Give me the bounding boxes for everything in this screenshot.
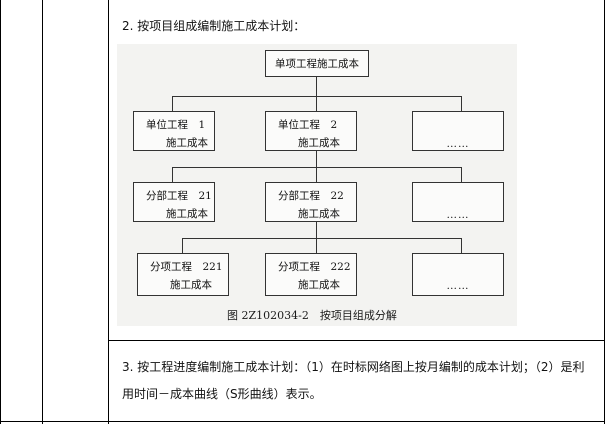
box-sublabel: 施工成本 [298,208,340,220]
connector [461,238,463,253]
division-22-box: 分部工程 22 施工成本 [265,182,357,222]
connector [316,238,318,253]
box-label: 分项工程 222 [278,261,351,273]
ellipsis: …… [446,280,470,292]
table-row-divider [108,340,605,341]
connector [316,167,318,182]
division-21-box: 分部工程 21 施工成本 [133,182,215,222]
box-label: 单位工程 2 [278,119,338,131]
section-3-text: 3. 按工程进度编制施工成本计划：（1）在时标网络图上按月编制的成本计划；（2）… [122,354,602,408]
connector [461,96,463,111]
root-cost-box: 单项工程施工成本 [265,50,369,77]
connector [461,167,463,182]
table-right-border [604,0,605,424]
connector [172,167,174,182]
connector [316,76,318,96]
table-column-divider-1 [42,0,43,424]
ellipsis: …… [446,138,470,150]
unit-project-more-box: …… [412,111,504,151]
item-222-box: 分项工程 222 施工成本 [265,253,357,296]
box-label: 分部工程 22 [278,190,344,202]
root-cost-label: 单项工程施工成本 [275,58,359,70]
item-221-box: 分项工程 221 施工成本 [137,253,229,296]
connector [316,96,318,111]
unit-project-1-box: 单位工程 1 施工成本 [133,111,215,151]
section-3-line-2: 用时间－成本曲线（S形曲线）表示。 [122,387,322,401]
box-sublabel: 施工成本 [170,279,212,291]
ellipsis: …… [446,209,470,221]
box-label: 单位工程 1 [146,119,206,131]
connector [172,96,174,111]
box-sublabel: 施工成本 [166,137,208,149]
table-bottom-border [0,421,605,422]
box-sublabel: 施工成本 [298,137,340,149]
section-2-title: 2. 按项目组成编制施工成本计划： [122,19,306,33]
section-3-line-1: 3. 按工程进度编制施工成本计划：（1）在时标网络图上按月编制的成本计划；（2）… [122,360,585,374]
box-sublabel: 施工成本 [298,279,340,291]
table-left-border [0,0,1,424]
division-more-box: …… [412,182,504,222]
connector [182,238,462,240]
connector [316,221,318,238]
box-label: 分部工程 21 [146,190,212,202]
org-chart-figure: 单项工程施工成本 单位工程 1 施工成本 单位工程 2 施工成本 …… 分部工程… [117,44,517,326]
box-sublabel: 施工成本 [166,208,208,220]
unit-project-2-box: 单位工程 2 施工成本 [265,111,357,151]
figure-caption: 图 2Z102034-2 按项目组成分解 [227,309,397,322]
connector [316,150,318,167]
box-label: 分项工程 221 [150,261,223,273]
connector [182,238,184,253]
item-more-box: …… [412,253,504,296]
table-column-divider-2 [108,0,109,424]
